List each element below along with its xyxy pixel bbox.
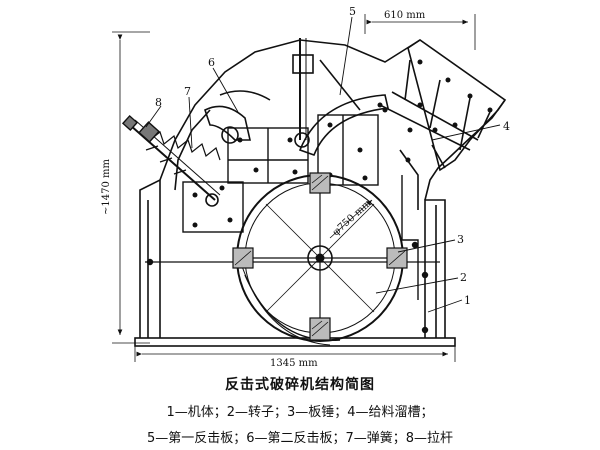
liner-plates [182, 114, 379, 233]
dim-top-width: 610 mm [384, 10, 426, 21]
dim-rotor-diameter: φ750 mm [331, 197, 375, 238]
dimension-lines [112, 14, 476, 362]
callout-7: 7 [184, 85, 191, 98]
dim-bottom-width: 1345 mm [270, 358, 318, 369]
callout-3: 3 [457, 233, 464, 246]
callout-8: 8 [155, 96, 162, 109]
legend-line-2: 5—第一反击板；6—第二反击板；7—弹簧；8—拉杆 [146, 431, 454, 446]
right-housing [146, 175, 429, 334]
leader-lines [145, 16, 501, 313]
callout-6: 6 [208, 56, 215, 69]
tie-rod-nut [121, 114, 160, 143]
figure-title: 反击式破碎机结构简图 [225, 377, 375, 393]
crusher-diagram: 610 mm ~1470 mm 1345 mm [101, 5, 510, 369]
blow-bar-hatching [234, 174, 406, 337]
spring [145, 130, 221, 175]
callout-1: 1 [464, 294, 471, 307]
callout-4: 4 [503, 120, 510, 133]
first-impact-plate [292, 38, 389, 157]
dim-height: ~1470 mm [101, 159, 112, 215]
callout-5: 5 [349, 5, 356, 18]
callout-2: 2 [460, 271, 467, 284]
feed-chute-bolts [382, 59, 493, 163]
second-impact-plate [204, 90, 271, 144]
legend-line-1: 1—机体；2—转子；3—板锤；4—给料溜槽； [166, 405, 434, 420]
feed-chute [379, 39, 507, 210]
